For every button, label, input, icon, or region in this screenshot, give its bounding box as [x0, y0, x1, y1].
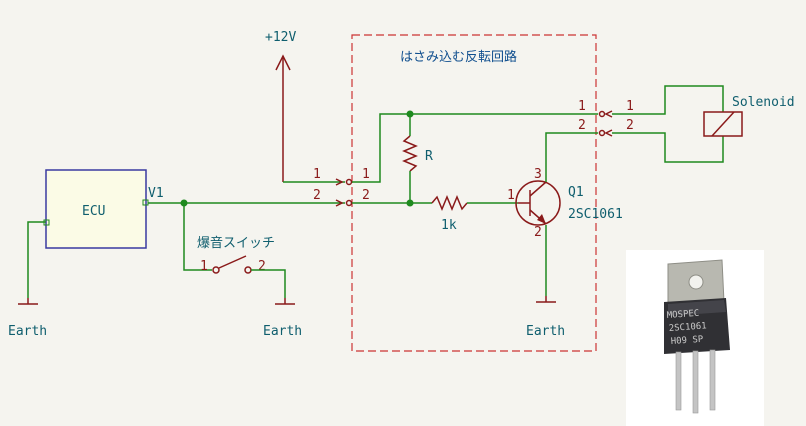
- ecu-pin-label-v1: V1: [148, 186, 164, 201]
- right-connector-pin1: 1: [578, 99, 586, 114]
- solenoid-symbol: [703, 111, 743, 137]
- right-connector-pin1-outer: 1: [626, 99, 634, 114]
- transistor-ref: Q1: [568, 185, 584, 200]
- ecu-earth-wire: [27, 221, 46, 298]
- transistor-ground-symbol: [536, 296, 556, 303]
- right-connector-pin2: 2: [578, 118, 586, 133]
- ecu-ground-symbol: [18, 298, 38, 305]
- left-connector-pin1: 1: [313, 167, 321, 182]
- ecu-box: [45, 169, 147, 249]
- solenoid-wire-2: [612, 132, 724, 163]
- transistor-pin-collector: 3: [534, 167, 542, 182]
- left-connector: [335, 178, 353, 207]
- resistor-r-symbol: [402, 135, 418, 172]
- photo-marking-2: 2SC1061: [669, 321, 708, 334]
- right-connector: [598, 110, 613, 137]
- switch-wire-left: [183, 203, 212, 271]
- internal-power-wire: [352, 113, 598, 183]
- power-12v-label: +12V: [265, 30, 296, 45]
- left-connector-pin1-inner: 1: [362, 167, 370, 182]
- right-connector-pin2-outer: 2: [626, 118, 634, 133]
- inverter-block-boundary: [351, 34, 597, 352]
- left-connector-pin2-inner: 2: [362, 188, 370, 203]
- switch-wire-right: [251, 269, 286, 298]
- power-12v-symbol: [275, 54, 291, 182]
- inverter-block-title: はさみ込む反転回路: [400, 49, 517, 65]
- switch-pin-1: 1: [200, 259, 208, 274]
- horn-switch-label: 爆音スイッチ: [197, 235, 275, 251]
- ecu-label: ECU: [82, 204, 105, 219]
- photo-marking-3: H09 SP: [671, 335, 705, 347]
- transistor-earth-label: Earth: [526, 324, 565, 339]
- transistor-pin-emitter: 2: [534, 225, 542, 240]
- ecu-earth-label: Earth: [8, 324, 47, 339]
- photo-marking-1: MOSPEC: [667, 309, 700, 321]
- switch-earth-label: Earth: [263, 324, 302, 339]
- resistor-1k-symbol: [431, 195, 468, 211]
- switch-ground-symbol: [275, 298, 295, 305]
- collector-wire: [545, 132, 598, 182]
- resistor-1k-label: 1k: [441, 218, 457, 233]
- horn-switch-symbol: [212, 255, 252, 274]
- left-connector-pin2: 2: [313, 188, 321, 203]
- transistor-pin-base: 1: [507, 188, 515, 203]
- transistor-q1-symbol: [515, 180, 561, 226]
- switch-pin-2: 2: [258, 259, 266, 274]
- resistor-r-label: R: [425, 149, 433, 164]
- transistor-photo: MOSPEC 2SC1061 H09 SP: [626, 250, 764, 426]
- solenoid-wire-1: [612, 85, 724, 115]
- solenoid-label: Solenoid: [732, 95, 795, 110]
- transistor-value: 2SC1061: [568, 207, 623, 222]
